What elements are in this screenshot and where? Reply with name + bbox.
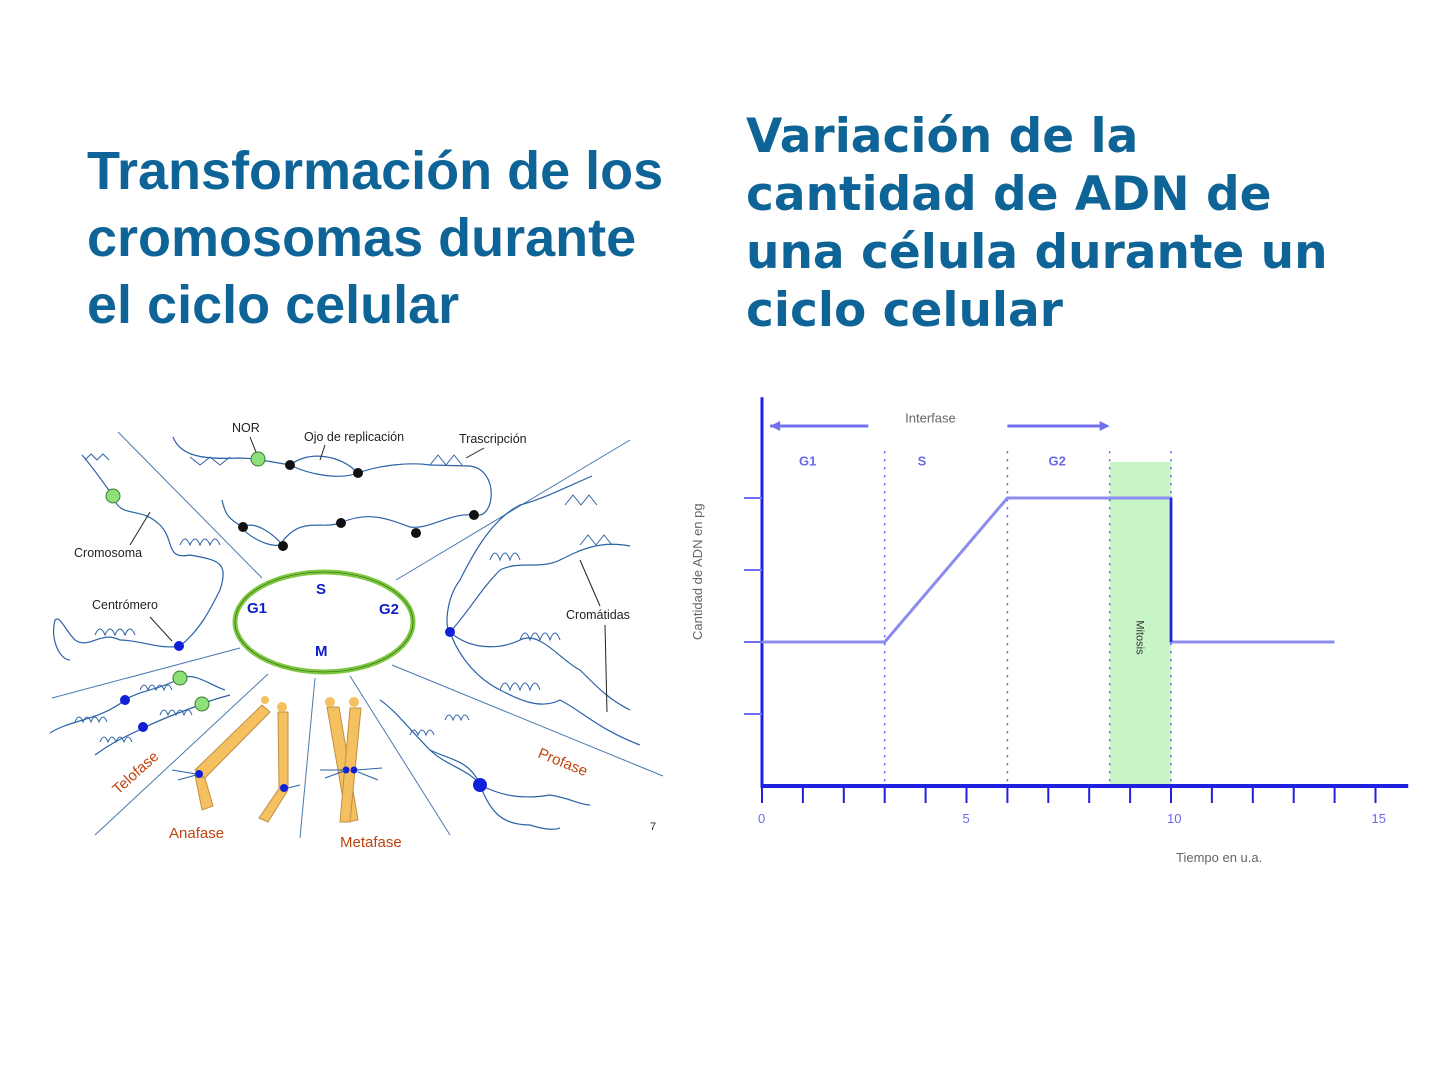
sector-dividers [51, 431, 664, 839]
telophase-label: Telofase [109, 748, 162, 798]
left-title-line: Transformación de los [87, 141, 664, 201]
x-tick-label: 15 [1372, 811, 1386, 826]
prophase-label: Profase [536, 745, 590, 780]
right-title-line: una célula durante un [746, 225, 1328, 280]
chromatids-label: Cromátidas [566, 608, 630, 622]
mitosis-label: Mitosis [1133, 620, 1145, 655]
interphase-arrowhead-left [770, 421, 781, 431]
phase-m-label: M [315, 643, 328, 660]
left-title-line: el ciclo celular [87, 275, 460, 335]
nor-markers [105, 451, 266, 712]
interphase-label: Interfase [905, 410, 956, 425]
phase-g1-label: G1 [247, 600, 267, 617]
divider-line [395, 439, 631, 581]
replication-points [238, 460, 479, 551]
coil-marks [74, 453, 613, 744]
x-tick-label: 5 [963, 811, 970, 826]
chromosome-label: Cromosoma [74, 546, 142, 560]
phase-label: G1 [799, 454, 816, 469]
phase-g2-label: G2 [379, 601, 399, 618]
x-tick-label: 0 [758, 811, 765, 826]
right-title: Variación de la cantidad de ADN de una c… [746, 108, 1406, 340]
transcription-label: Trascripción [459, 432, 527, 446]
right-title-line: cantidad de ADN de [746, 167, 1272, 222]
chromatin-fibers [49, 436, 641, 830]
metaphase-label: Metafase [340, 834, 402, 851]
centromere-label: Centrómero [92, 598, 158, 612]
divider-line [117, 431, 263, 579]
divider-line [51, 647, 241, 699]
interphase-arrowhead-right [1099, 421, 1110, 431]
nor-label: NOR [232, 421, 260, 435]
y-tick-label: 8 [728, 0, 735, 3]
mitosis-band [1109, 462, 1171, 786]
centromere-markers [120, 627, 487, 792]
phase-label: G2 [1048, 454, 1065, 469]
chromosome-cycle-diagram: S G1 G2 M [49, 421, 664, 851]
label-arrows [129, 436, 608, 713]
y-tick-label: 4 [728, 0, 735, 3]
x-tick-label: 10 [1167, 811, 1181, 826]
phase-s-label: S [316, 581, 326, 598]
replication-eye-label: Ojo de replicación [304, 430, 404, 444]
right-title-line: Variación de la [746, 109, 1139, 164]
left-title-line: cromosomas durante [87, 208, 637, 268]
condensed-chromosomes [171, 696, 383, 823]
cell-cycle-ring-outline [234, 571, 414, 673]
anaphase-label: Anafase [169, 825, 224, 842]
divider-line [299, 677, 316, 839]
dna-content-line [762, 496, 1335, 644]
divider-line [349, 675, 451, 836]
x-axis-label: Tiempo en u.a. [1176, 850, 1262, 865]
page-number: 7 [650, 821, 656, 833]
phase-label: S [918, 454, 927, 469]
right-title-line: ciclo celular [746, 283, 1063, 338]
divider-line [391, 664, 664, 777]
left-title: Transformación de los cromosomas durante… [87, 138, 707, 339]
divider-line [94, 673, 269, 836]
